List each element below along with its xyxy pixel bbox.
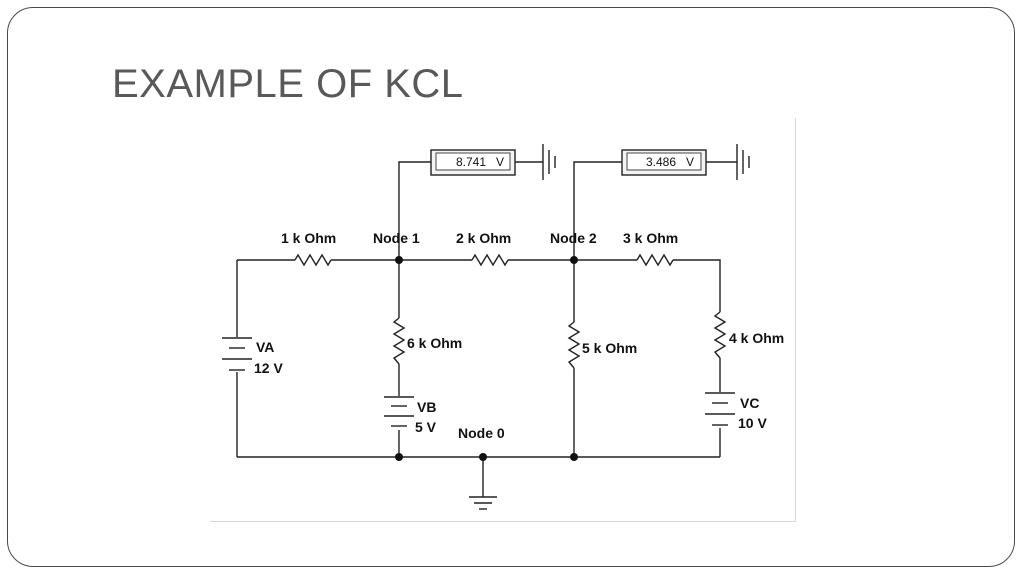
resistor-1k-symbol xyxy=(294,253,332,267)
battery-va-symbol xyxy=(222,337,252,371)
circuit-diagram: 8.741 V 3.486 V 1 k Ohm 2 k Ohm 3 k Ohm … xyxy=(210,118,796,522)
source-vc-name: VC xyxy=(740,395,759,411)
resistor-3k-symbol xyxy=(636,253,674,267)
voltmeter-1-reading: 8.741 xyxy=(456,155,486,169)
resistor-6k-label: 6 k Ohm xyxy=(407,335,462,351)
voltmeter-1-ground-icon xyxy=(542,144,556,180)
battery-vc-symbol xyxy=(705,392,735,426)
resistor-6k-symbol xyxy=(392,317,406,365)
resistor-3k-label: 3 k Ohm xyxy=(623,230,678,246)
voltmeter-2-unit: V xyxy=(686,155,694,169)
junction-node0 xyxy=(479,453,487,461)
junction-node2 xyxy=(570,256,578,264)
circuit-schematic: 8.741 V 3.486 V 1 k Ohm 2 k Ohm 3 k Ohm … xyxy=(222,144,784,510)
voltmeter-2-lead xyxy=(573,161,737,260)
resistor-5k-label: 5 k Ohm xyxy=(582,340,637,356)
ground-symbol xyxy=(469,496,497,510)
bottom-wire xyxy=(237,456,720,497)
voltmeter-1-lead xyxy=(398,161,543,260)
slide-title: EXAMPLE OF KCL xyxy=(112,62,464,106)
voltmeter-1-unit: V xyxy=(496,155,504,169)
resistor-5k-symbol xyxy=(567,321,581,369)
node0-label: Node 0 xyxy=(458,425,505,441)
battery-vb-symbol xyxy=(384,396,414,427)
source-vc-value: 10 V xyxy=(738,415,767,431)
junction-bottom-node2 xyxy=(570,453,578,461)
source-vb-name: VB xyxy=(417,399,436,415)
voltmeter-2-ground-icon xyxy=(736,144,750,180)
voltmeter-2 xyxy=(621,149,707,176)
top-wire-left xyxy=(237,259,721,312)
source-va-value: 12 V xyxy=(254,360,283,376)
resistor-2k-symbol xyxy=(471,253,509,267)
source-vb-value: 5 V xyxy=(415,419,437,435)
voltmeter-1 xyxy=(430,149,516,176)
node1-label: Node 1 xyxy=(373,230,420,246)
junction-node1 xyxy=(395,256,403,264)
node2-label: Node 2 xyxy=(550,230,597,246)
resistor-2k-label: 2 k Ohm xyxy=(456,230,511,246)
resistor-4k-label: 4 k Ohm xyxy=(729,330,784,346)
slide-frame xyxy=(7,7,1015,567)
voltmeter-2-reading: 3.486 xyxy=(646,155,676,169)
junction-bottom-node1 xyxy=(395,453,403,461)
resistor-4k-symbol xyxy=(713,311,727,359)
source-va-name: VA xyxy=(256,339,274,355)
resistor-1k-label: 1 k Ohm xyxy=(281,230,336,246)
